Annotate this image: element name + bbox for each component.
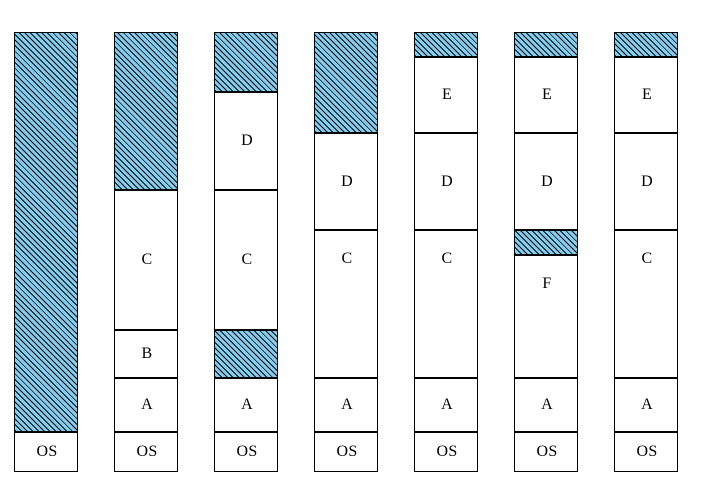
memory-block-a: A — [314, 378, 378, 432]
memory-block-label: A — [441, 396, 453, 413]
memory-block-label: F — [542, 275, 552, 292]
memory-block-b: B — [114, 330, 178, 378]
memory-block-label: D — [241, 132, 253, 149]
free-memory-block — [514, 32, 578, 57]
free-memory-block — [414, 32, 478, 57]
memory-block-c: C — [614, 230, 678, 378]
memory-block-os: OS — [314, 432, 378, 472]
memory-block-d: D — [214, 92, 278, 190]
memory-block-os: OS — [14, 432, 78, 472]
memory-block-label: OS — [136, 443, 158, 460]
free-memory-block — [14, 32, 78, 432]
free-memory-block — [214, 32, 278, 92]
memory-block-label: A — [241, 396, 253, 413]
memory-block-label: D — [641, 172, 653, 190]
memory-block-label: D — [341, 172, 353, 190]
memory-block-a: A — [514, 378, 578, 432]
memory-block-label: OS — [436, 443, 458, 460]
memory-block-c: C — [114, 190, 178, 330]
memory-block-os: OS — [614, 432, 678, 472]
memory-block-a: A — [114, 378, 178, 432]
memory-block-label: C — [641, 250, 653, 267]
memory-block-d: D — [514, 133, 578, 230]
memory-block-label: OS — [36, 443, 58, 460]
memory-block-os: OS — [114, 432, 178, 472]
memory-block-label: C — [241, 251, 253, 268]
free-memory-block — [514, 230, 578, 255]
memory-block-e: E — [414, 57, 478, 133]
memory-block-label: OS — [636, 443, 658, 460]
memory-block-c: C — [414, 230, 478, 378]
free-memory-block — [614, 32, 678, 57]
memory-block-os: OS — [414, 432, 478, 472]
memory-block-e: E — [614, 57, 678, 133]
free-memory-block — [314, 32, 378, 133]
memory-block-os: OS — [514, 432, 578, 472]
memory-block-c: C — [314, 230, 378, 378]
memory-block-label: D — [541, 172, 553, 190]
memory-block-label: A — [541, 396, 553, 413]
memory-block-d: D — [314, 133, 378, 230]
memory-block-label: D — [441, 172, 453, 190]
memory-block-label: E — [441, 86, 453, 103]
memory-block-a: A — [214, 378, 278, 432]
memory-block-label: A — [141, 396, 153, 413]
memory-block-label: OS — [536, 443, 558, 460]
memory-block-f: F — [514, 255, 578, 378]
memory-block-e: E — [514, 57, 578, 133]
memory-block-label: C — [141, 251, 153, 268]
memory-block-label: E — [641, 86, 653, 103]
memory-block-d: D — [614, 133, 678, 230]
memory-block-label: A — [341, 396, 353, 413]
memory-block-label: A — [641, 396, 653, 413]
free-memory-block — [214, 330, 278, 378]
memory-block-label: C — [341, 250, 353, 267]
memory-block-a: A — [614, 378, 678, 432]
memory-block-label: B — [141, 345, 153, 362]
memory-block-d: D — [414, 133, 478, 230]
memory-block-label: E — [541, 86, 553, 103]
memory-block-a: A — [414, 378, 478, 432]
memory-block-os: OS — [214, 432, 278, 472]
memory-block-label: OS — [236, 443, 258, 460]
memory-block-label: C — [441, 250, 453, 267]
memory-block-c: C — [214, 190, 278, 330]
memory-block-label: OS — [336, 443, 358, 460]
free-memory-block — [114, 32, 178, 190]
